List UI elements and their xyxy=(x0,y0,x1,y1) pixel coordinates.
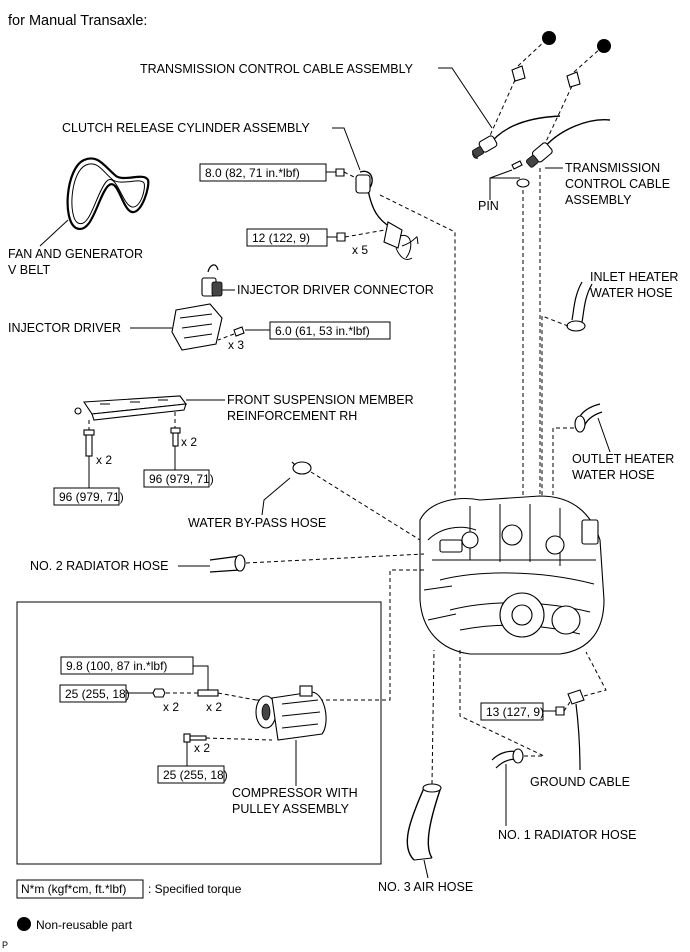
dashline-outlet-hose xyxy=(552,427,574,500)
front-suspension-member-part xyxy=(74,395,188,421)
torque-value-2: 12 (122, 9) xyxy=(252,231,310,245)
dashline-no1-radiator xyxy=(459,650,545,757)
dashline-ground-cable xyxy=(583,651,607,697)
label-transmission-cable-2-line3: ASSEMBLY xyxy=(565,193,632,207)
label-transmission-cable-1: TRANSMISSION CONTROL CABLE ASSEMBLY xyxy=(140,62,414,76)
pin-part xyxy=(511,160,523,170)
qty-lower-bolts: x 2 xyxy=(194,741,210,755)
legend-nonreusable-icon xyxy=(17,917,31,931)
label-bypass-hose: WATER BY-PASS HOSE xyxy=(188,516,326,530)
leader-pin xyxy=(489,169,513,200)
bolt-clutch-2 xyxy=(336,232,346,242)
compressor-with-pulley-part xyxy=(255,685,327,741)
dashline-no3-air xyxy=(431,649,435,785)
ac-section-box xyxy=(16,601,382,865)
torque-value-9: 13 (127, 9) xyxy=(486,705,544,719)
dashline-compressor-to-engine xyxy=(256,569,424,701)
label-injector-connector: INJECTOR DRIVER CONNECTOR xyxy=(237,283,434,297)
torque-value-7: 25 (255, 18) xyxy=(65,687,130,701)
label-inlet-hose-line1: INLET HEATER xyxy=(590,270,678,284)
no1-radiator-hose-part xyxy=(491,748,524,769)
label-transmission-cable-2-line1: TRANSMISSION xyxy=(565,161,660,175)
qty-stud-bolts: x 2 xyxy=(206,700,222,714)
label-injector-driver: INJECTOR DRIVER xyxy=(8,321,121,335)
label-no2-radiator: NO. 2 RADIATOR HOSE xyxy=(30,559,168,573)
clutch-release-cylinder-part xyxy=(355,170,419,261)
leader-clutch-cylinder xyxy=(332,127,361,171)
label-no3-air: NO. 3 AIR HOSE xyxy=(378,880,473,894)
qty-nuts: x 2 xyxy=(163,700,179,714)
transmission-cable-end-left xyxy=(472,115,561,159)
no2-radiator-hose-part xyxy=(209,554,246,573)
cable-clip-right xyxy=(566,47,602,88)
leader-transmission-cable-1 xyxy=(438,67,493,129)
torque-value-6: 9.8 (100, 87 in.*lbf) xyxy=(66,659,167,673)
injector-driver-part xyxy=(171,303,223,351)
label-transmission-cable-2-line2: CONTROL CABLE xyxy=(565,177,670,191)
label-compressor-line1: COMPRESSOR WITH xyxy=(232,786,358,800)
engine-transaxle-assembly xyxy=(419,495,605,655)
bolt-member-left xyxy=(83,429,95,457)
diagram-header: for Manual Transaxle: xyxy=(8,13,147,29)
legend-nonreusable-text: Non-reusable part xyxy=(36,918,133,932)
leader-outlet-hose xyxy=(597,417,611,453)
outlet-heater-water-hose-part xyxy=(574,403,603,433)
inlet-heater-water-hose-part xyxy=(566,281,593,332)
legend-torque-desc: : Specified torque xyxy=(148,882,242,896)
bolt-member-right xyxy=(170,427,181,447)
ground-cable-part xyxy=(567,689,585,771)
stud-bolt-compressor xyxy=(197,689,219,697)
torque-value-4: 96 (979, 71) xyxy=(59,490,124,504)
label-ground-cable: GROUND CABLE xyxy=(530,775,630,789)
torque-value-8: 25 (255, 18) xyxy=(163,768,228,782)
non-reusable-marker-2 xyxy=(597,39,611,53)
torque-box-5 xyxy=(143,469,210,488)
torque-value-1: 8.0 (82, 71 in.*lbf) xyxy=(205,166,300,180)
water-bypass-hose-part xyxy=(291,461,312,475)
dashline-inlet-hose xyxy=(541,315,569,500)
qty-member-bolts-right: x 2 xyxy=(181,435,197,449)
footer-code: P xyxy=(2,940,8,950)
legend-torque-box xyxy=(16,879,144,899)
label-fan-belt-line2: V BELT xyxy=(8,263,51,277)
label-pin: PIN xyxy=(478,199,499,213)
torque-value-5: 96 (979, 71) xyxy=(149,472,214,486)
bolt-clutch-1 xyxy=(335,168,345,177)
label-front-member-line1: FRONT SUSPENSION MEMBER xyxy=(227,393,414,407)
bolt-ground-cable xyxy=(555,706,565,716)
fan-generator-v-belt-part xyxy=(66,157,150,231)
qty-injector-bolts: x 3 xyxy=(228,338,244,352)
qty-clutch-bolts: x 5 xyxy=(352,243,368,257)
dashline-no2-radiator xyxy=(245,553,425,564)
bolt-injector-driver xyxy=(233,326,245,337)
label-no1-radiator: NO. 1 RADIATOR HOSE xyxy=(498,828,636,842)
injector-driver-connector-part xyxy=(201,264,223,297)
torque-value-3: 6.0 (61, 53 in.*lbf) xyxy=(275,324,370,338)
label-front-member-line2: REINFORCEMENT RH xyxy=(227,409,357,423)
leader-fan-belt xyxy=(39,219,69,247)
leader-bypass-hose xyxy=(261,477,291,516)
transmission-cable-end-right xyxy=(516,119,611,188)
label-outlet-hose-line2: WATER HOSE xyxy=(572,468,655,482)
label-outlet-hose-line1: OUTLET HEATER xyxy=(572,452,674,466)
label-fan-belt-line1: FAN AND GENERATOR xyxy=(8,247,143,261)
no3-air-hose-part xyxy=(406,783,442,861)
cable-clip-left xyxy=(511,39,547,82)
clip-dashline-left xyxy=(487,79,516,141)
dashline-clutch-to-engine xyxy=(379,194,456,540)
label-inlet-hose-line2: WATER HOSE xyxy=(590,286,673,300)
torque-box-8 xyxy=(157,765,225,784)
label-clutch-cylinder: CLUTCH RELEASE CYLINDER ASSEMBLY xyxy=(62,121,310,135)
torque-box-4 xyxy=(53,487,120,506)
clip-dashline-right xyxy=(542,85,573,149)
nut-compressor xyxy=(152,688,166,698)
label-compressor-line2: PULLEY ASSEMBLY xyxy=(232,802,350,816)
non-reusable-marker-1 xyxy=(542,31,556,45)
leader-no3-air xyxy=(423,859,429,879)
qty-member-bolts-left: x 2 xyxy=(96,453,112,467)
dashline-bypass-hose xyxy=(310,471,421,541)
legend-torque-units: N*m (kgf*cm, ft.*lbf) xyxy=(21,882,126,896)
